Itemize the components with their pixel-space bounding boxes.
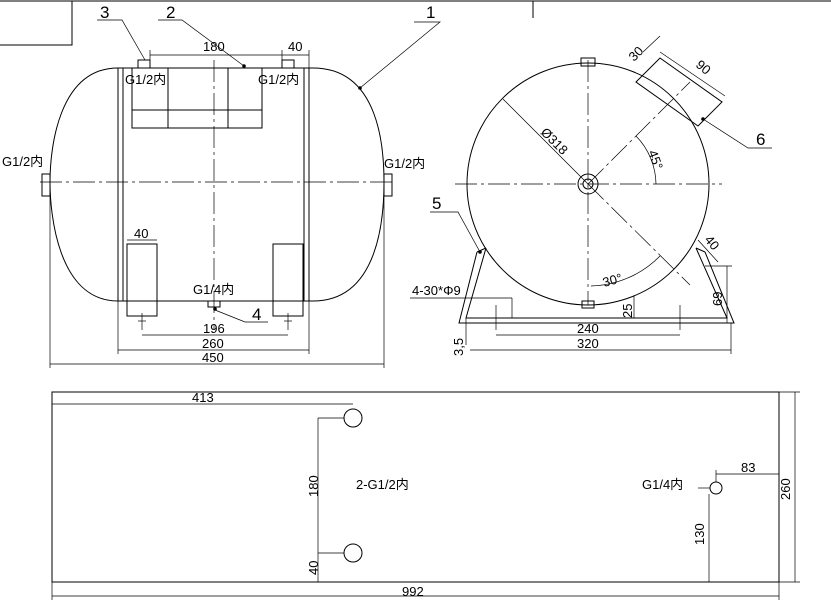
mounting-plate (131, 67, 263, 129)
side-flange (635, 57, 723, 127)
top-port-right-label: G1/2内 (258, 72, 299, 87)
top-port-left-label: G1/2内 (125, 72, 166, 87)
side-flange-30: 30 (626, 43, 647, 64)
side-dim-25: 25 (620, 304, 635, 318)
side-dim-69: 69 (710, 292, 725, 306)
side-view: Ø318 45° 30° 30 90 40 4-30*Φ9 69 (410, 35, 772, 356)
front-dim-196: 196 (203, 321, 225, 336)
side-diameter: Ø318 (538, 125, 571, 158)
side-dim-240: 240 (577, 321, 599, 336)
bottom-port-label: G1/4内 (193, 282, 234, 297)
side-holes-label: 4-30*Φ9 (412, 283, 461, 298)
side-bracket-40: 40 (702, 232, 723, 253)
top-port-left (137, 59, 151, 69)
plan-dim-260: 260 (778, 478, 793, 500)
right-leg (272, 243, 304, 317)
front-view: 180 40 G1/2内 G1/2内 G1/2内 G1/2内 G1/4内 40 … (2, 3, 441, 368)
balloon-3: 3 (100, 3, 109, 22)
plan-dim-180: 180 (306, 475, 321, 497)
left-leg (126, 243, 158, 317)
plan-dim-413: 413 (192, 390, 214, 405)
plan-hole-upper (343, 408, 363, 428)
balloon-2: 2 (166, 3, 175, 22)
top-port-right (281, 59, 295, 69)
bottom-port (207, 300, 221, 308)
side-flange-90: 90 (693, 57, 714, 78)
plan-dim-130: 130 (692, 523, 707, 545)
plan-view: 413 180 40 2-G1/2内 G1/4内 83 130 260 992 (51, 390, 800, 600)
plan-port-label: G1/4内 (642, 477, 683, 492)
plan-dim-40: 40 (306, 561, 321, 575)
side-dim-320: 320 (577, 336, 599, 351)
tank-shell (49, 67, 385, 302)
plan-dim-992: 992 (402, 584, 424, 599)
side-angle-45: 45° (645, 148, 666, 172)
plan-ports-label: 2-G1/2内 (356, 477, 409, 492)
balloon-1: 1 (426, 3, 435, 22)
right-side-port (383, 173, 393, 197)
side-angle-30: 30° (601, 270, 624, 290)
plan-dim-83: 83 (741, 460, 755, 475)
front-dim-180: 180 (203, 39, 225, 54)
base-plate (51, 391, 780, 583)
plan-hole-lower (343, 543, 363, 563)
front-dim-40-top: 40 (288, 39, 302, 54)
drawing-frame (0, 0, 831, 46)
balloon-6: 6 (756, 130, 765, 149)
front-dim-260: 260 (202, 336, 224, 351)
balloon-4: 4 (252, 305, 261, 324)
left-port-label: G1/2内 (2, 154, 43, 169)
front-dim-40-leg: 40 (134, 226, 148, 241)
balloon-5: 5 (432, 194, 441, 213)
side-dim-3-5: 3,5 (451, 338, 466, 356)
right-port-label: G1/2内 (384, 156, 425, 171)
front-dim-450: 450 (202, 350, 224, 365)
plan-small-port (709, 481, 723, 495)
left-side-port (41, 173, 51, 197)
